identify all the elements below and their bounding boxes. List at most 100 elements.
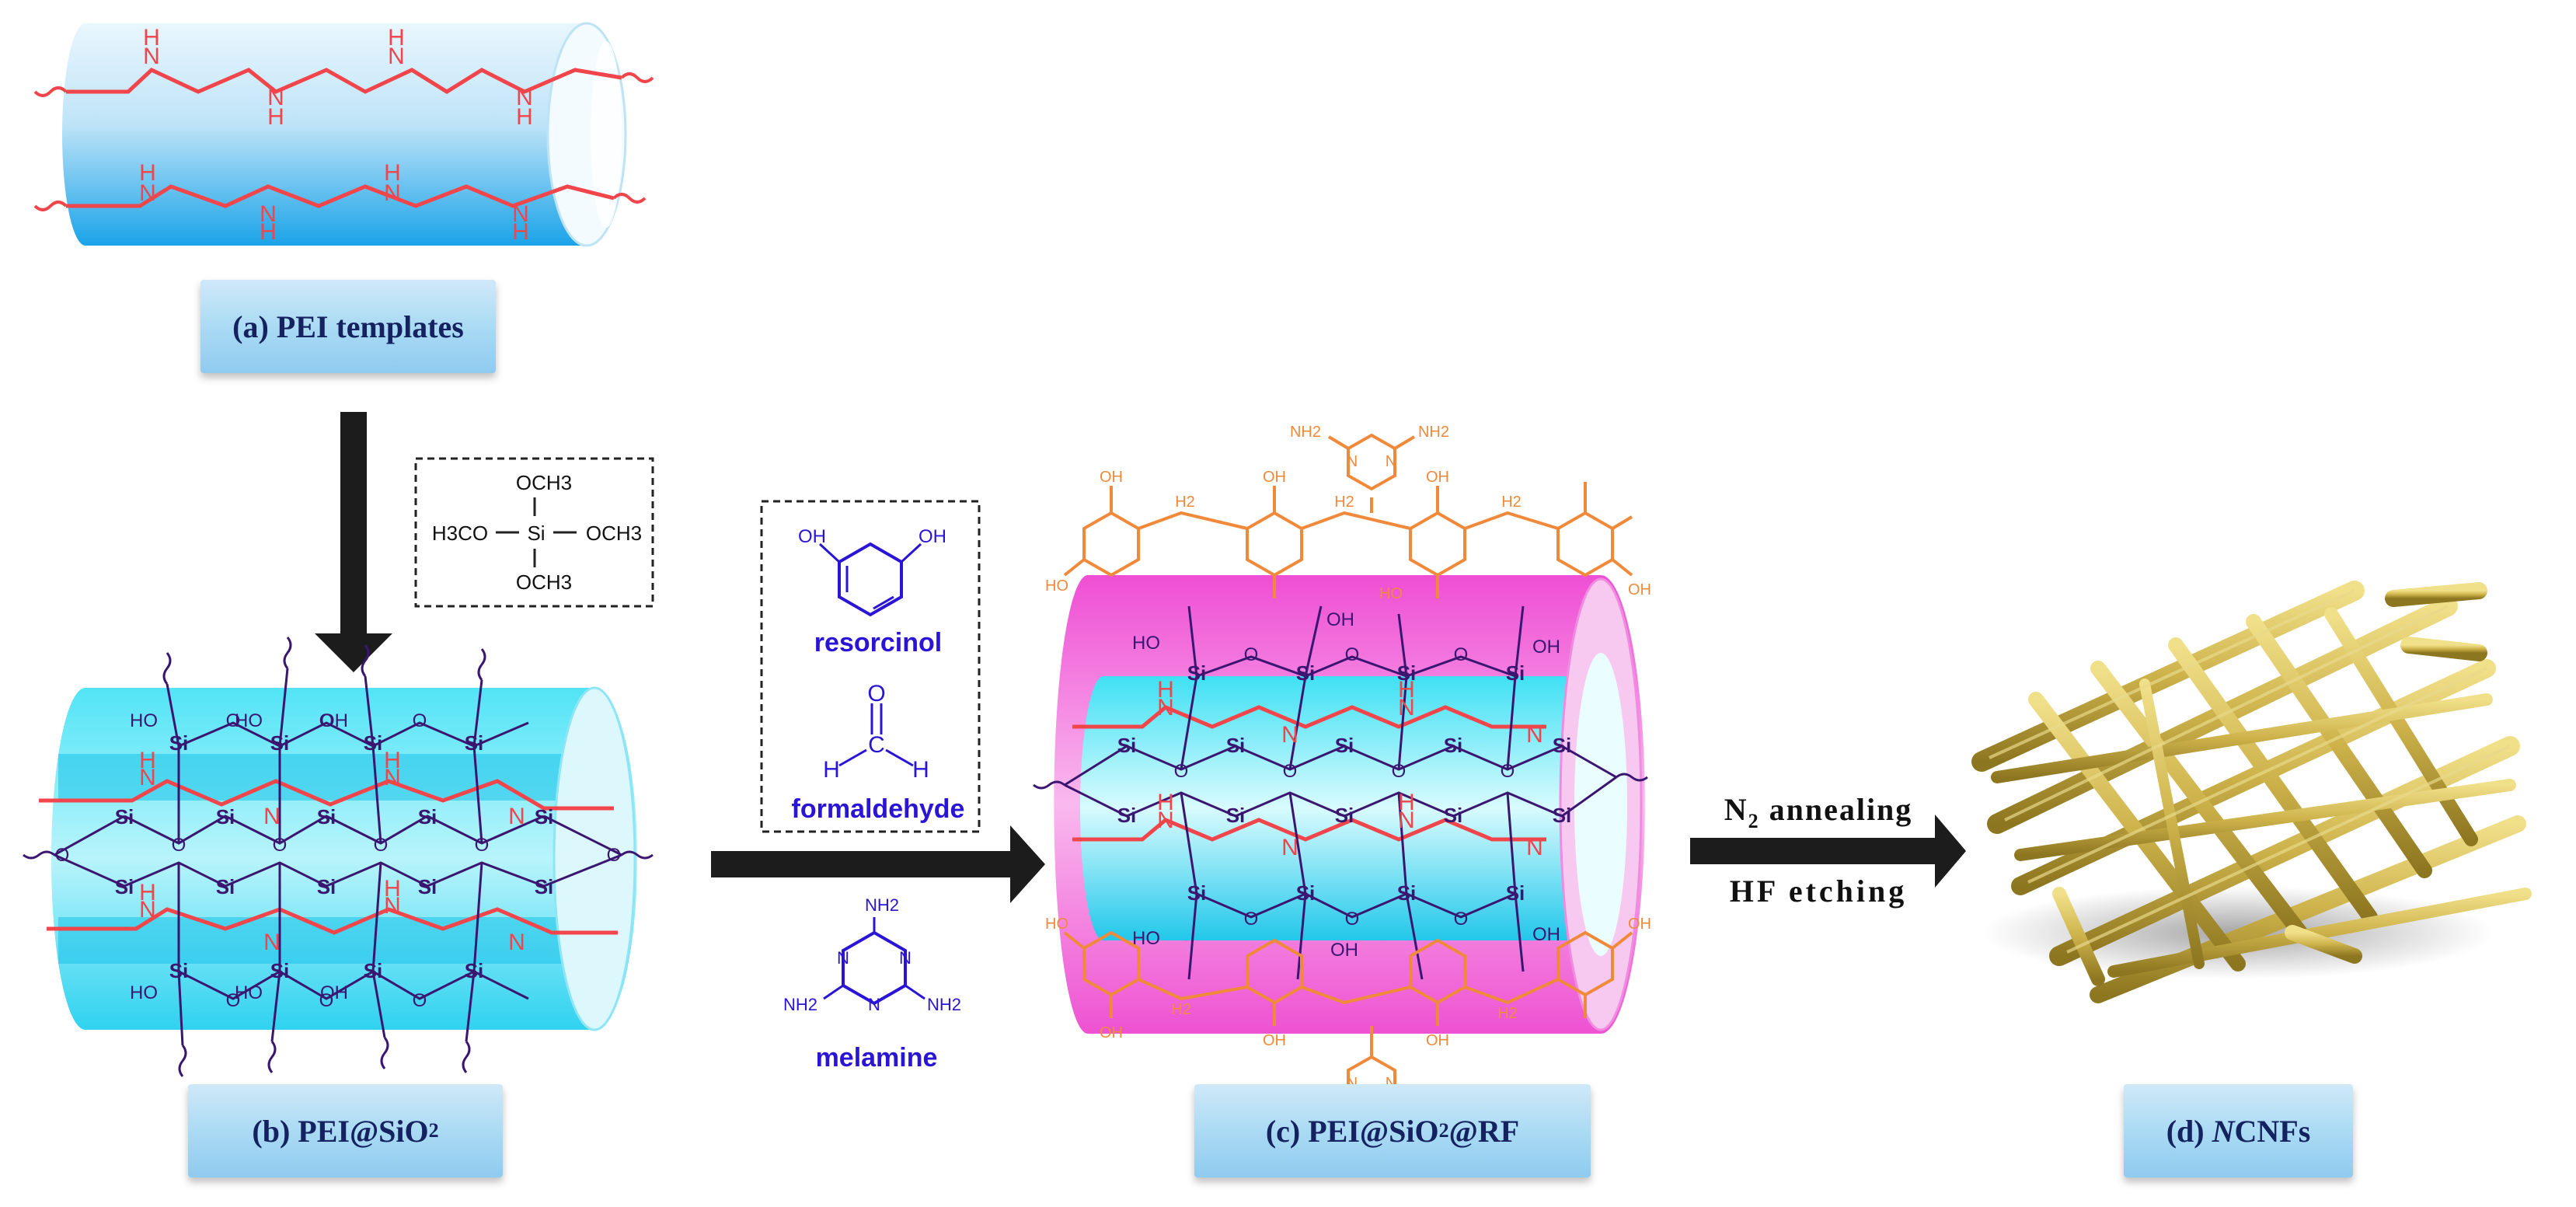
atom-n: N (263, 804, 281, 829)
atom-si: Si (317, 875, 336, 898)
rf-oh: OH (1100, 469, 1123, 486)
atom-ho: HO (235, 710, 263, 731)
rf-n: N (1347, 453, 1358, 470)
atom-n: N (1157, 808, 1174, 833)
atom-n: N (1281, 835, 1298, 860)
tmos-right: OCH3 (586, 522, 642, 545)
ncnf-fiber-network (1971, 581, 2532, 1003)
melamine-n: N (868, 995, 880, 1014)
atom-h: H (139, 160, 156, 186)
atom-o: O (1283, 761, 1298, 782)
atom-o: O (1174, 761, 1189, 782)
rf-ho: HO (1045, 577, 1068, 595)
rf-reagents-box: OH OH resorcinol O C H H formaldehyde (760, 500, 981, 833)
right-arrow-b-to-c (711, 825, 1045, 903)
rf-oh: OH (1426, 1032, 1449, 1049)
atom-n: N (1398, 808, 1415, 833)
atom-si: Si (1296, 881, 1316, 905)
rf-h2: H2 (1501, 494, 1522, 511)
tmos-left: H3CO (432, 522, 488, 545)
atom-o: O (226, 710, 241, 731)
atom-o: O (1454, 644, 1469, 665)
rf-n: N (1386, 453, 1396, 470)
atom-n: N (1281, 722, 1298, 748)
atom-o: O (1244, 909, 1259, 930)
atom-si: Si (1226, 734, 1246, 757)
n2-label: N (1724, 792, 1748, 827)
atom-n: N (263, 930, 281, 955)
atom-n: N (1526, 835, 1543, 860)
rf-nh2: NH2 (1418, 424, 1449, 441)
atom-o: O (413, 990, 427, 1011)
atom-h: H (1398, 790, 1415, 815)
atom-n: N (1398, 695, 1415, 720)
atom-si: Si (216, 805, 235, 829)
atom-si: Si (1226, 804, 1246, 827)
melamine-n: N (837, 948, 849, 968)
melamine-nh2-left: NH2 (783, 995, 817, 1014)
atom-ho: HO (1132, 633, 1160, 654)
formaldehyde-h-left: H (823, 757, 840, 783)
atom-si: Si (418, 875, 437, 898)
formaldehyde-h-right: H (912, 757, 929, 783)
atom-si: Si (535, 875, 554, 898)
atom-o: O (1392, 761, 1407, 782)
atom-n: N (139, 765, 156, 790)
atom-o: O (374, 835, 389, 856)
tmos-si: Si (527, 522, 545, 545)
atom-n: N (384, 893, 401, 919)
melamine-nh2-top: NH2 (865, 895, 899, 915)
down-arrow (315, 412, 392, 672)
atom-o: O (1345, 909, 1360, 930)
atom-o: O (319, 990, 334, 1011)
atom-n: N (512, 201, 529, 227)
rf-h2: H2 (1334, 494, 1354, 511)
rf-resin-top (1063, 433, 1633, 598)
label-d-italic: N (2212, 1113, 2235, 1149)
atom-n: N (1526, 722, 1543, 748)
pei-sio2-tube: Si Si Si Si Si Si Si Si Si Si Si Si Si S… (23, 637, 654, 1077)
atom-n: N (260, 201, 277, 227)
atom-h: H (384, 748, 401, 773)
annealing-label: annealing (1760, 792, 1913, 827)
rf-ho: HO (1379, 585, 1403, 602)
atom-h: H (512, 219, 529, 245)
atom-o: O (1345, 644, 1360, 665)
atom-si: Si (270, 959, 290, 982)
atom-si: Si (1335, 804, 1354, 827)
atom-si: Si (1117, 734, 1137, 757)
rf-h2: H2 (1171, 1001, 1191, 1018)
rf-oh: OH (1628, 581, 1651, 598)
atom-si: Si (1506, 881, 1525, 905)
label-c-sub: 2 (1438, 1119, 1449, 1142)
atom-si: Si (364, 959, 383, 982)
resorcinol-oh-left: OH (798, 526, 826, 547)
atom-si: Si (465, 959, 484, 982)
atom-n: N (384, 180, 401, 206)
atom-si: Si (1553, 804, 1572, 827)
atom-o: O (1244, 644, 1259, 665)
atom-si: Si (317, 805, 336, 829)
atom-oh: OH (1532, 637, 1560, 658)
atom-h: H (1398, 677, 1415, 703)
n2-sub: 2 (1748, 810, 1760, 832)
atom-oh: OH (1330, 940, 1358, 961)
atom-n: N (267, 85, 284, 110)
rf-h2: H2 (1497, 1005, 1518, 1022)
hf-etching-label: HF etching (1730, 874, 1908, 909)
atom-si: Si (216, 875, 235, 898)
tmos-top: OCH3 (516, 471, 572, 494)
label-c-suffix: @RF (1448, 1113, 1520, 1149)
atom-o: O (1501, 761, 1515, 782)
atom-h: H (139, 880, 156, 905)
rf-resin-bottom (1063, 930, 1633, 1113)
atom-n: N (516, 85, 533, 110)
atom-oh: OH (1326, 609, 1354, 630)
resorcinol-label: resorcinol (814, 628, 942, 658)
pei-sio2-rf-tube: Si Si Si Si Si Si Si Si Si Si Si Si Si S… (1033, 424, 1651, 1127)
atom-n: N (143, 44, 160, 69)
atom-h: H (143, 25, 160, 51)
atom-oh: OH (1532, 924, 1560, 945)
atom-h: H (384, 876, 401, 902)
